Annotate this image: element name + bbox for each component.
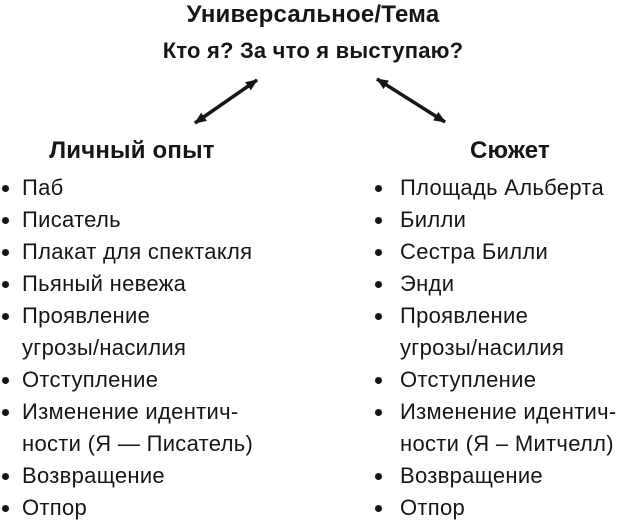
diagram-title: Универсальное/Тема [186, 1, 440, 28]
list-item-label: Билли [400, 207, 467, 232]
left-column-header: Личный опыт [49, 137, 215, 164]
list-item: Площадь Альберта [375, 172, 626, 204]
list-item-label: Возвращение [22, 463, 165, 488]
bullet-icon [2, 185, 9, 192]
list-item-label: Возвращение [400, 463, 543, 488]
list-item-label: Проявление угрозы/насилия [400, 303, 565, 360]
list-item: Билли [375, 204, 626, 236]
bullet-icon [2, 281, 9, 288]
list-item-label: Отступление [22, 367, 159, 392]
list-item: Пьяный невежа [2, 268, 312, 300]
right-double-arrow-icon [376, 77, 446, 124]
bullet-icon [375, 377, 382, 384]
list-item: Отступление [2, 364, 312, 396]
list-item: Плакат для спектакля [2, 236, 312, 268]
list-item-label: Сестра Билли [400, 239, 549, 264]
bullet-icon [375, 185, 382, 192]
plot-column: Сюжет Площадь Альберта Билли Сестра Билл… [375, 136, 626, 524]
left-double-arrow-icon [194, 78, 258, 125]
list-item: Изменение идентич- ности (Я – Митчелл) [375, 396, 626, 460]
list-item-label: Пьяный невежа [22, 271, 187, 296]
list-item: Возвращение [2, 460, 312, 492]
bullet-icon [2, 313, 9, 320]
bullet-icon [375, 505, 382, 512]
list-item: Писатель [2, 204, 312, 236]
diagram-subtitle: Кто я? За что я выступаю? [162, 38, 464, 63]
bullet-icon [2, 217, 9, 224]
bullet-icon [375, 409, 382, 416]
list-item: Отступление [375, 364, 626, 396]
list-item: Проявление угрозы/насилия [2, 300, 312, 364]
list-item: Отпор [2, 492, 312, 524]
list-item-label: Писатель [22, 207, 121, 232]
right-column-header: Сюжет [470, 137, 550, 164]
bullet-icon [2, 505, 9, 512]
list-item-label: Паб [22, 175, 64, 200]
list-item: Сестра Билли [375, 236, 626, 268]
bullet-icon [375, 281, 382, 288]
list-item-label: Отпор [400, 495, 466, 520]
bullet-icon [375, 473, 382, 480]
list-item-label: Отступление [400, 367, 537, 392]
bullet-icon [2, 377, 9, 384]
right-column-list: Площадь Альберта Билли Сестра Билли Энди… [375, 172, 626, 524]
bullet-icon [2, 409, 9, 416]
list-item-label: Плакат для спектакля [22, 239, 253, 264]
bullet-icon [2, 473, 9, 480]
personal-experience-column: Личный опыт Паб Писатель Плакат для спек… [2, 136, 312, 524]
list-item: Изменение идентич- ности (Я — Писатель) [2, 396, 312, 460]
list-item-label: Проявление угрозы/насилия [22, 303, 187, 360]
list-item: Энди [375, 268, 626, 300]
bullet-icon [375, 217, 382, 224]
list-item-label: Изменение идентич- ности (Я – Митчелл) [400, 399, 617, 456]
list-item: Отпор [375, 492, 626, 524]
connector-arrows [194, 77, 446, 125]
bullet-icon [2, 249, 9, 256]
list-item: Паб [2, 172, 312, 204]
list-item-label: Отпор [22, 495, 88, 520]
list-item-label: Энди [400, 271, 455, 296]
list-item-label: Изменение идентич- ности (Я — Писатель) [22, 399, 254, 456]
left-column-list: Паб Писатель Плакат для спектакля Пьяный… [2, 172, 312, 524]
list-item-label: Площадь Альберта [400, 175, 605, 200]
bullet-icon [375, 249, 382, 256]
list-item: Проявление угрозы/насилия [375, 300, 626, 364]
list-item: Возвращение [375, 460, 626, 492]
bullet-icon [375, 313, 382, 320]
